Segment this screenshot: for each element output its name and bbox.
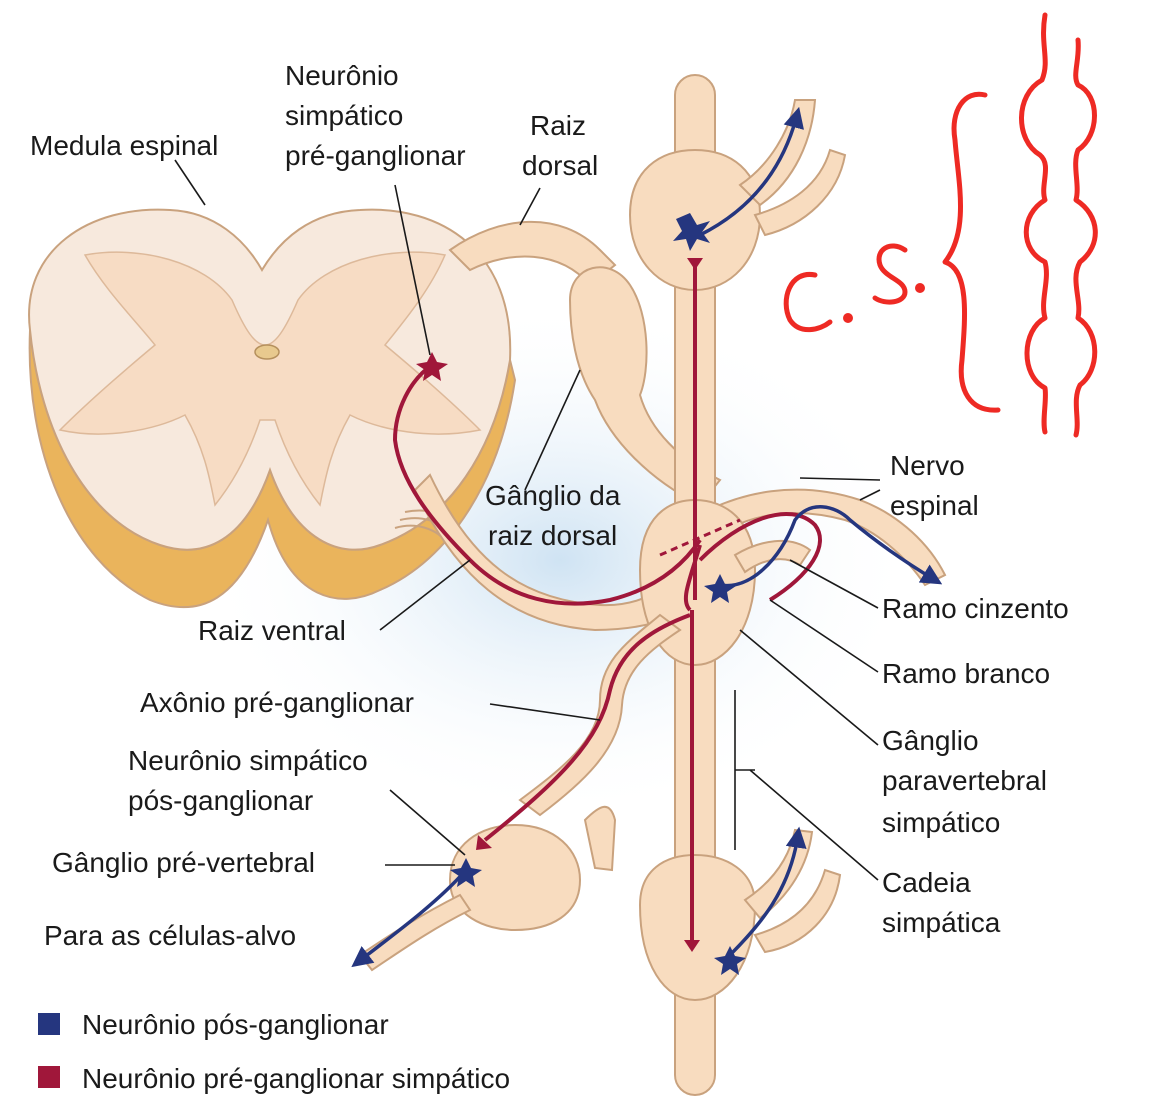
- label-neuronio-pre-2: simpático: [285, 100, 403, 131]
- label-cadeia-1: Cadeia: [882, 867, 971, 898]
- legend-swatch-pre: [38, 1066, 60, 1088]
- handwritten-c: [783, 272, 833, 333]
- postganglionic-middle: [719, 505, 943, 588]
- label-medula-espinal: Medula espinal: [30, 130, 218, 161]
- label-nervo-espinal-1: Nervo: [890, 450, 965, 481]
- leader-medula: [174, 159, 206, 206]
- legend-label-post: Neurônio pós-ganglionar: [82, 1009, 389, 1040]
- label-nervo-espinal-2: espinal: [890, 490, 979, 521]
- label-ganglio-prevertebral: Gânglio pré-vertebral: [52, 847, 315, 878]
- leader-neuronio-pre: [394, 184, 431, 356]
- handwritten-chain-left: [1019, 12, 1049, 435]
- label-ganglio-para-2: paravertebral: [882, 765, 1047, 796]
- upper-ramus: [738, 99, 817, 207]
- label-neuronio-pos-1: Neurônio simpático: [128, 745, 368, 776]
- label-ramo-branco: Ramo branco: [882, 658, 1050, 689]
- prevertebral-ganglion: [448, 823, 582, 932]
- leader-ramo-cinzento: [789, 559, 879, 609]
- handwritten-bracket: [942, 91, 1001, 413]
- label-neuronio-pos-2: pós-ganglionar: [128, 785, 313, 816]
- leader-ganglio-para: [739, 629, 879, 746]
- preganglionic-neuron-soma: [416, 352, 448, 381]
- handwritten-dot-1: [843, 313, 853, 323]
- handwritten-dot-2: [915, 283, 925, 293]
- leader-axonio: [489, 703, 601, 721]
- label-raiz-dorsal-2: dorsal: [522, 150, 598, 181]
- label-axonio-pre: Axônio pré-ganglionar: [140, 687, 414, 718]
- white-ramus: [733, 539, 812, 574]
- label-neuronio-pre-1: Neurônio: [285, 60, 399, 91]
- legend-label-pre: Neurônio pré-ganglionar simpático: [82, 1063, 510, 1094]
- leader-raiz-dorsal: [519, 187, 541, 226]
- handwritten-s: [872, 243, 908, 305]
- label-ramo-cinzento: Ramo cinzento: [882, 593, 1069, 624]
- leader-ramo-branco: [769, 599, 879, 673]
- spinal-cord: [28, 208, 517, 609]
- label-ganglio-raiz-2: raiz dorsal: [488, 520, 617, 551]
- leader-cadeia: [734, 690, 879, 881]
- label-neuronio-pre-3: pré-ganglionar: [285, 140, 466, 171]
- label-cadeia-2: simpática: [882, 907, 1001, 938]
- label-raiz-dorsal-1: Raiz: [530, 110, 586, 141]
- label-ganglio-raiz-1: Gânglio da: [485, 480, 621, 511]
- label-ganglio-para-1: Gânglio: [882, 725, 979, 756]
- label-para-celulas: Para as células-alvo: [44, 920, 296, 951]
- dorsal-root: [448, 220, 617, 287]
- handwriting-annotation: [783, 12, 1098, 438]
- legend-swatch-post: [38, 1013, 60, 1035]
- postganglionic-lower: [728, 826, 807, 957]
- leader-raiz-ventral: [379, 559, 471, 631]
- postganglionic-prevertebral: [351, 868, 468, 968]
- legend: Neurônio pós-ganglionar Neurônio pré-gan…: [38, 1009, 510, 1094]
- preganglionic-axon-path: [392, 363, 702, 606]
- leader-neuronio-pos: [389, 789, 466, 856]
- leader-ganglio-raiz: [524, 369, 581, 491]
- label-raiz-ventral: Raiz ventral: [198, 615, 346, 646]
- handwritten-chain-right: [1073, 37, 1098, 438]
- postganglionic-upper: [699, 106, 804, 237]
- leader-nervo: [799, 477, 881, 501]
- label-ganglio-para-3: simpático: [882, 807, 1000, 838]
